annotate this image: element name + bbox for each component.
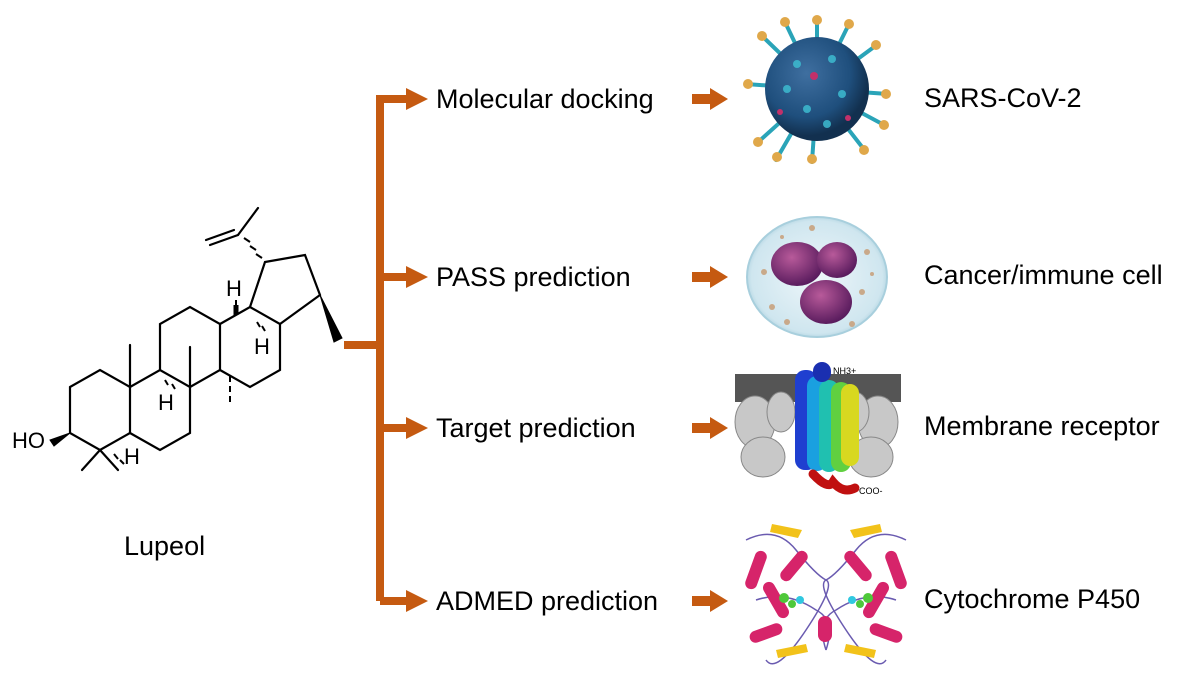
- molecule-name: Lupeol: [124, 531, 206, 561]
- method-label-2: PASS prediction: [436, 262, 631, 292]
- hydrogen-label-2: H: [254, 334, 270, 359]
- hydrogen-label-3: H: [158, 390, 174, 415]
- method-label-4: ADMED prediction: [436, 586, 659, 616]
- receptor-c-term: COO-: [859, 486, 883, 496]
- target-label-1: SARS-CoV-2: [924, 83, 1082, 113]
- hydroxyl-label: HO: [12, 428, 45, 453]
- hydrogen-label-4: H: [124, 444, 140, 469]
- coronavirus-icon: [743, 15, 891, 164]
- method-label-3: Target prediction: [436, 413, 636, 443]
- target-label-2: Cancer/immune cell: [924, 260, 1163, 290]
- immune-cell-icon: [746, 216, 888, 338]
- membrane-receptor-icon: NH3+ COO-: [734, 362, 901, 496]
- method-label-1: Molecular docking: [436, 84, 654, 114]
- lupeol-structure: HO H H H H: [12, 206, 343, 472]
- receptor-n-term: NH3+: [833, 366, 856, 376]
- branch-connector: [344, 88, 728, 612]
- hydrogen-label-1: H: [226, 276, 242, 301]
- target-label-4: Cytochrome P450: [924, 584, 1141, 614]
- target-label-3: Membrane receptor: [924, 411, 1160, 441]
- cytochrome-p450-icon: [745, 524, 907, 665]
